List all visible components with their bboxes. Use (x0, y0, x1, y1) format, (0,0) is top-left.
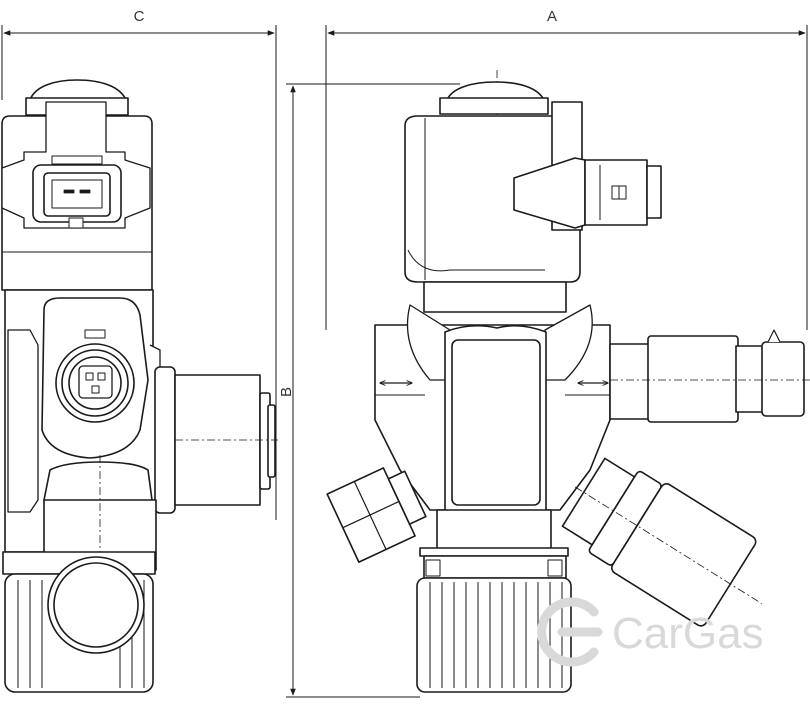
dim-a-label: A (547, 8, 557, 25)
front-view-cap (439, 81, 549, 115)
front-view-lower-plate (419, 509, 569, 557)
front-view-hex-fitting (326, 467, 427, 563)
front-view (326, 70, 810, 693)
front-view-connector (513, 101, 662, 231)
side-view-cylinder-end (47, 556, 145, 654)
front-view-center-block (444, 324, 547, 513)
front-view-knurled-knob (416, 555, 572, 693)
cargas-logo-icon (537, 597, 603, 667)
dim-b-label: B (278, 387, 295, 397)
dim-c-label: C (134, 8, 145, 25)
side-view-sensor-connector (41, 297, 149, 459)
front-view-neck (423, 281, 567, 313)
watermark-text: CarGas (612, 609, 764, 658)
front-view-outlet-fitting (609, 329, 810, 423)
side-view (1, 79, 278, 693)
side-view-lower-fitting (43, 455, 157, 690)
front-view-coil-housing (404, 115, 581, 283)
cargas-watermark: CarGas (537, 597, 764, 667)
side-view-connector (1, 101, 151, 229)
side-view-outlet-fitting (154, 366, 278, 514)
dimension-lines (1, 25, 808, 698)
front-view-angled-cylinder (561, 457, 762, 627)
